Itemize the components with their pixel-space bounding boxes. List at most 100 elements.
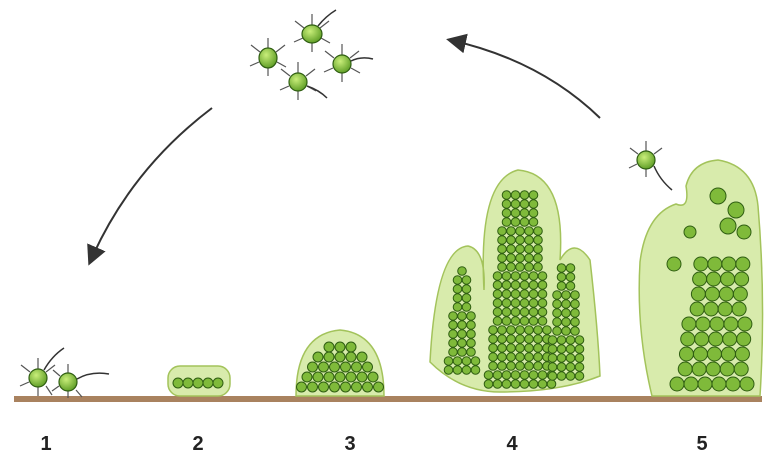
bacterial-cell [458,312,467,321]
bacterial-cell [324,352,334,362]
bacterial-cell [678,362,692,376]
bacterial-cell [462,366,471,375]
bacterial-cell [520,371,529,380]
bacterial-cell [529,371,538,380]
bacterial-cell [493,317,502,326]
bacterial-cell [538,272,547,281]
bacterial-cell [566,336,575,345]
bacterial-cell [534,245,543,254]
bacterial-cell [458,339,467,348]
bacterial-cell [726,377,740,391]
bacterial-cell [458,267,467,276]
bacterial-cell [498,362,507,371]
bacterial-cell [525,353,534,362]
bacterial-cell [525,362,534,371]
bacterial-cell [341,382,351,392]
bacterial-cell [723,332,737,346]
bacterial-cell [363,382,373,392]
bacterium-icon [629,141,672,190]
bacterial-cell [571,327,580,336]
bacterial-cell [529,380,538,389]
bacterial-cell [313,352,323,362]
bacterial-cell [498,344,507,353]
bacterial-cell [511,299,520,308]
bacterial-cell [516,335,525,344]
bacterial-cell [557,273,566,282]
bacterial-cell [357,372,367,382]
bacterial-cell [553,309,562,318]
bacterial-cell [516,353,525,362]
bacterial-cell [493,308,502,317]
bacterial-cell [173,378,183,388]
bacterial-cell [498,227,507,236]
bacterial-cell [670,377,684,391]
bacterial-cell [449,339,458,348]
bacterial-cell [467,339,476,348]
bacterial-cell [330,382,340,392]
bacterial-cell [453,276,462,285]
bacterial-cell [566,363,575,372]
bacterial-cell [453,285,462,294]
bacterial-cell [553,291,562,300]
bacterial-cell [529,272,538,281]
bacterial-cell [538,308,547,317]
bacterial-cell [557,363,566,372]
bacterial-cell [571,318,580,327]
bacterial-cell [335,352,345,362]
bacterial-cell [553,300,562,309]
bacterium-icon [294,10,336,52]
bacterial-cell [507,353,516,362]
bacterial-cell [707,347,721,361]
bacterial-cell [547,380,556,389]
bacterial-cell [193,378,203,388]
bacterial-cell [557,345,566,354]
bacterial-cell [502,317,511,326]
bacterial-cell [548,336,557,345]
bacterial-cell [502,380,511,389]
bacterial-cell [534,263,543,272]
bacterial-cell [511,191,520,200]
bacterial-cell [719,287,733,301]
bacterial-cell [575,372,584,381]
bacterial-cell [511,308,520,317]
bacterial-cell [357,352,367,362]
bacterial-cell [467,312,476,321]
bacterial-cell [462,294,471,303]
bacterial-cell [710,317,724,331]
bacterial-cell [346,342,356,352]
bacterial-cell [735,347,749,361]
bacterial-cell [529,299,538,308]
stage-1-attachment [20,348,109,398]
bacterial-cell [493,371,502,380]
bacterial-cell [489,326,498,335]
bacterial-cell [562,300,571,309]
bacterial-cell [557,336,566,345]
bacterium-icon [20,348,64,396]
bacterial-cell [453,366,462,375]
bacterial-cell [562,291,571,300]
bacterial-cell [319,382,329,392]
bacterial-cell [520,380,529,389]
bacterial-cell [453,357,462,366]
bacterial-cell [516,344,525,353]
bacterial-cell [525,344,534,353]
bacterial-cell [489,335,498,344]
bacterial-cell [502,191,511,200]
bacterial-cell [525,236,534,245]
bacterial-cell [458,348,467,357]
bacterial-cell [738,317,752,331]
bacterial-cell [502,209,511,218]
bacterial-cell [740,377,754,391]
bacterial-cell [548,354,557,363]
bacterial-cell [529,191,538,200]
bacterial-cell [507,263,516,272]
bacterial-cell [575,354,584,363]
dispersal-arrow [450,40,600,118]
bacterial-cell [520,218,529,227]
bacterial-cell [566,264,575,273]
bacterial-cell [525,227,534,236]
bacterial-cell [709,332,723,346]
bacterial-cell [534,362,543,371]
bacterial-cell [516,326,525,335]
bacterial-cell [213,378,223,388]
